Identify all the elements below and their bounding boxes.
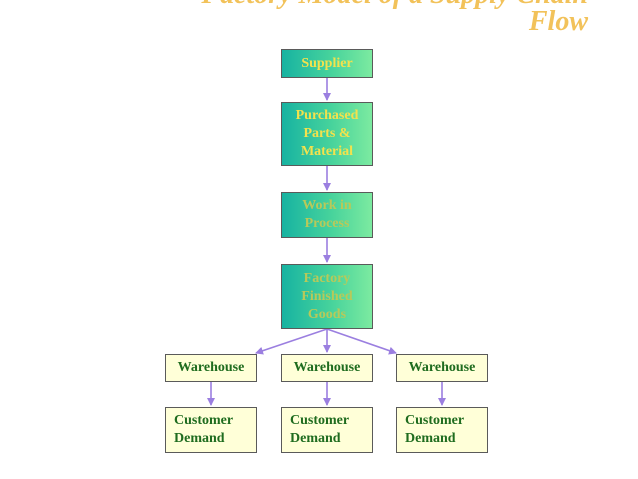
warehouse-node-1: Warehouse [165,354,257,382]
arrow-finished-to-warehouse-3 [326,328,397,355]
factory-finished-goods-node: Factory Finished Goods [281,264,373,329]
arrow-finished-to-warehouse-1 [255,328,328,355]
warehouse-node-2: Warehouse [281,354,373,382]
warehouse-node-3: Warehouse [396,354,488,382]
diagram-title-line-1: Factory Model of a Supply Chain [0,0,588,10]
supplier-node: Supplier [281,49,373,78]
work-in-process-node: Work in Process [281,192,373,238]
purchased-parts-node: Purchased Parts & Material [281,102,373,166]
customer-demand-node-2: Customer Demand [281,407,373,453]
customer-demand-node-3: Customer Demand [396,407,488,453]
diagram-title-line-2: Flow [528,6,588,37]
customer-demand-node-1: Customer Demand [165,407,257,453]
